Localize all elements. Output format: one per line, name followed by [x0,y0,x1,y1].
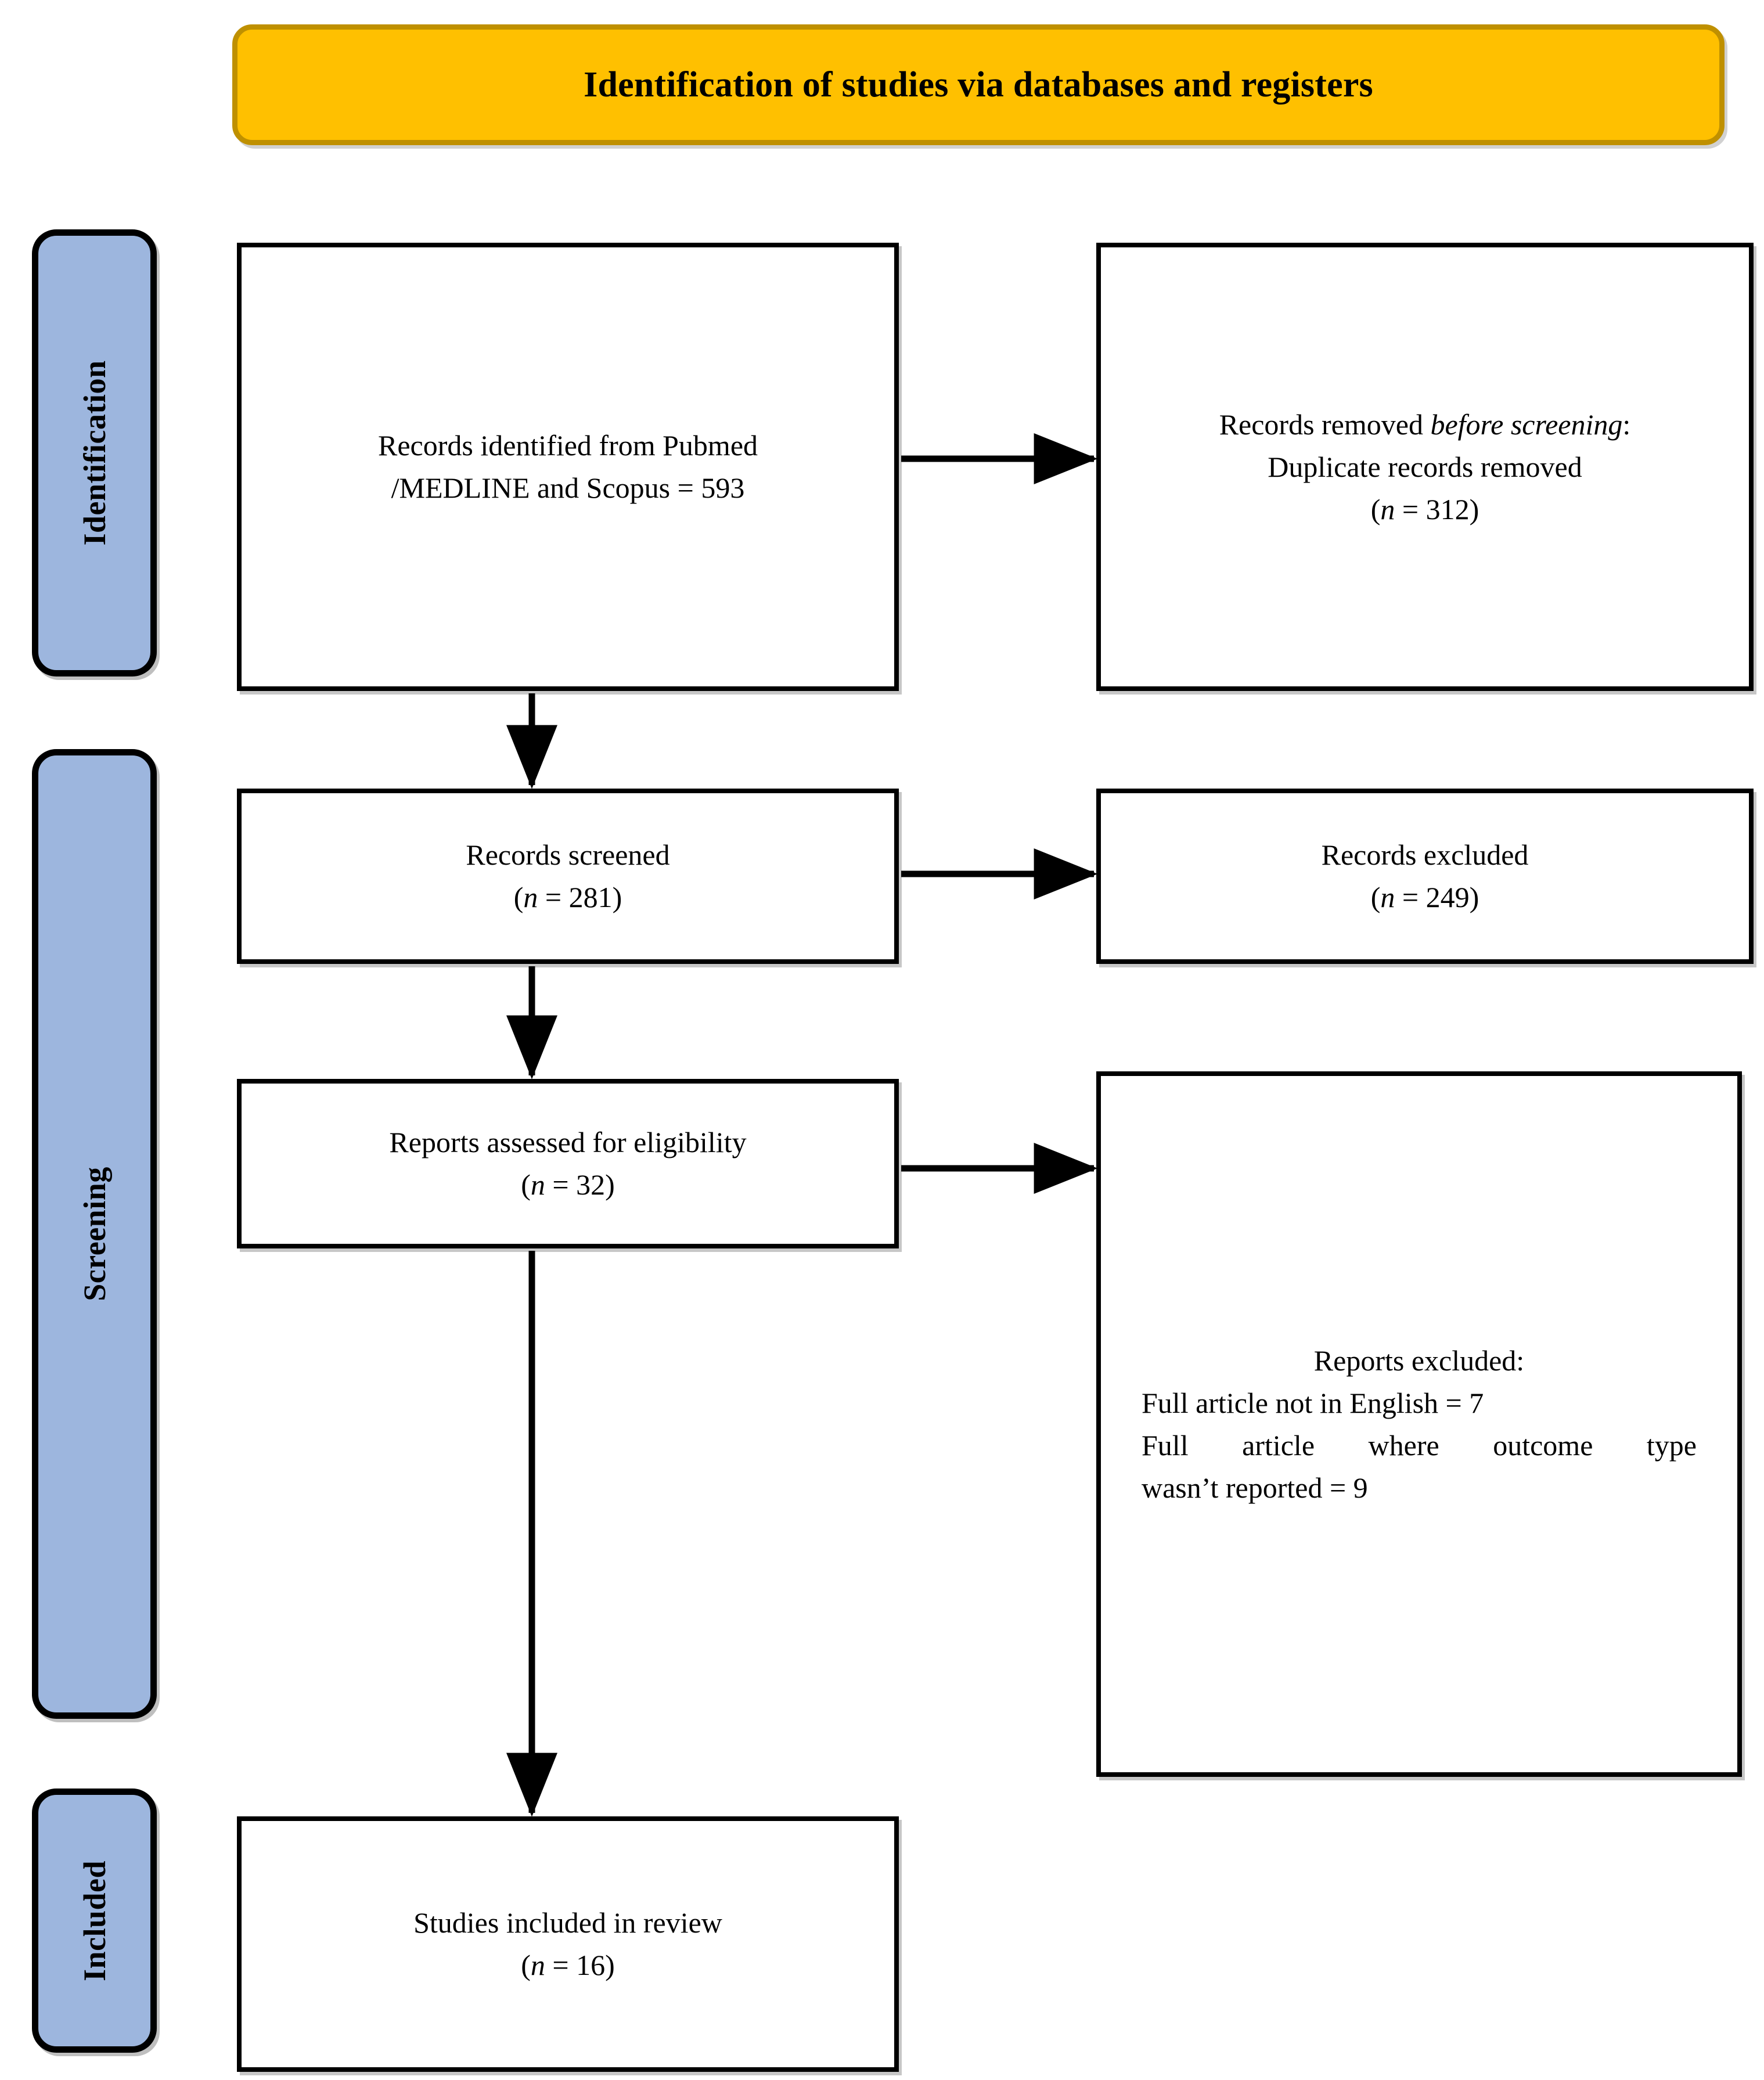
n-symbol: n [530,1168,545,1201]
n-symbol: n [530,1949,545,1981]
box-records-identified-line2: /MEDLINE and Scopus = 593 [391,472,745,504]
box-reports-assessed-eligibility: Reports assessed for eligibility (n = 32… [237,1079,899,1248]
box-records-screened-count: (n = 281) [514,876,622,919]
box-reports-excluded-reason1: Full article not in English = 7 [1142,1386,1484,1419]
paren-open: ( [1370,881,1381,913]
stage-label-identification: Identification [77,360,112,546]
box-reports-assessed-count: (n = 32) [521,1164,615,1206]
box-records-excluded: Records excluded (n = 249) [1096,789,1754,964]
n-symbol: n [1380,492,1395,526]
paren-open: ( [513,881,524,913]
count-value: = 249) [1395,881,1479,913]
count-value: = 32) [545,1168,615,1201]
box-reports-excluded-reason2-part1: Full article where outcome type [1142,1428,1697,1462]
box-studies-included-count: (n = 16) [521,1944,615,1987]
box-records-excluded-count: (n = 249) [1371,876,1479,919]
box-records-excluded-line1: Records excluded [1321,839,1529,871]
count-value: = 281) [538,881,622,913]
stage-label-screening: Screening [77,1167,112,1301]
box-studies-included: Studies included in review (n = 16) [237,1816,899,2072]
box-reports-excluded-heading: Reports excluded: [1313,1344,1525,1377]
paren-open: ( [521,1168,531,1201]
box-records-removed-line2: Duplicate records removed [1268,450,1582,483]
box-records-screened-line1: Records screened [466,839,670,871]
box-records-identified-line1: Records identified from Pubmed [377,429,758,462]
box-records-removed-line1: Records removed before screening: [1219,404,1631,446]
records-removed-emphasis: before screening [1430,408,1623,441]
page-title: Identification of studies via databases … [584,64,1373,105]
records-removed-prefix: Records removed [1219,408,1431,441]
n-symbol: n [1380,881,1395,913]
box-reports-assessed-line1: Reports assessed for eligibility [389,1126,747,1158]
count-value: = 312) [1395,492,1479,526]
stage-tab-screening: Screening [32,749,157,1719]
paren-open: ( [521,1949,531,1981]
stage-tab-identification: Identification [32,229,157,676]
records-removed-colon: : [1622,408,1631,441]
n-symbol: n [523,881,538,913]
box-reports-excluded: Reports excluded: Full article not in En… [1096,1071,1742,1777]
paren-open: ( [1370,492,1381,526]
box-reports-excluded-reason2-part2: wasn’t reported = 9 [1142,1471,1368,1504]
box-records-removed-count: (n = 312) [1371,488,1479,531]
header-banner: Identification of studies via databases … [232,24,1725,145]
box-records-identified: Records identified from Pubmed /MEDLINE … [237,243,899,691]
box-studies-included-line1: Studies included in review [413,1906,722,1939]
stage-tab-included: Included [32,1788,157,2053]
stage-label-included: Included [77,1860,112,1981]
box-records-removed: Records removed before screening: Duplic… [1096,243,1754,691]
count-value: = 16) [545,1949,615,1981]
box-records-screened: Records screened (n = 281) [237,789,899,964]
